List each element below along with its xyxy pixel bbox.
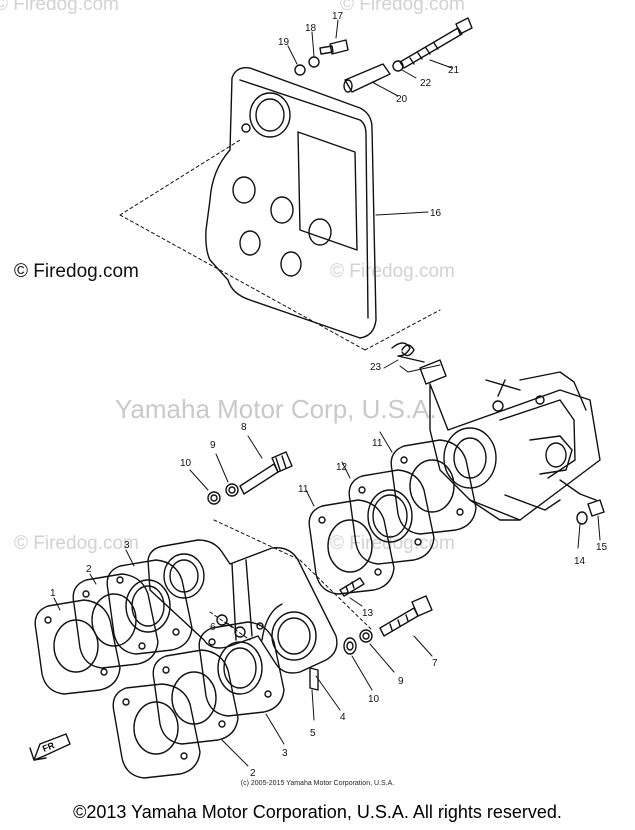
callout-23: 23 <box>370 362 382 373</box>
gasket-11-right <box>379 431 477 535</box>
callout-1: 1 <box>50 588 56 599</box>
callout-8: 8 <box>241 422 247 433</box>
part-6 <box>216 614 246 638</box>
callout-6: 6 <box>210 622 216 633</box>
top-hardware <box>287 17 473 97</box>
callout-7: 7 <box>432 658 438 669</box>
clip-23 <box>383 342 425 369</box>
callout-22: 22 <box>420 78 432 89</box>
nozzle-5 <box>309 667 319 721</box>
callout-2-upper: 2 <box>86 564 92 575</box>
gasket-12 <box>341 461 435 565</box>
gasket-2-upper <box>72 573 159 669</box>
bolt-8-group <box>189 435 293 505</box>
gasket-1 <box>34 597 121 695</box>
carburetor-assembly <box>399 344 605 549</box>
callout-21: 21 <box>448 65 460 76</box>
copyright-footer: ©2013 Yamaha Motor Corporation, U.S.A. A… <box>73 802 562 822</box>
front-direction-arrow <box>29 733 71 761</box>
callout-11-left: 11 <box>298 484 309 495</box>
callout-20: 20 <box>396 94 408 105</box>
callout-19: 19 <box>278 37 290 48</box>
callout-15: 15 <box>596 542 608 553</box>
callout-10-right: 10 <box>368 694 380 705</box>
watermark-center: Yamaha Motor Corp, U.S.A. <box>115 394 437 424</box>
watermark-top-right: © Firedog.com <box>340 0 465 15</box>
callout-13: 13 <box>362 608 374 619</box>
callout-3-lower: 3 <box>282 748 288 759</box>
callout-4: 4 <box>340 712 346 723</box>
plate-lower <box>112 683 249 779</box>
callout-2-lower: 2 <box>250 768 256 779</box>
gasket-11-left <box>305 489 395 595</box>
callout-9-right: 9 <box>398 676 404 687</box>
watermark-top-left: © Firedog.com <box>0 0 119 15</box>
gasket-3-lower <box>198 621 285 745</box>
air-box-16 <box>119 67 441 351</box>
watermark-mid-right: © Firedog.com <box>330 261 455 282</box>
watermark-mid-left: © Firedog.com <box>14 261 139 282</box>
bolt-7-group <box>343 595 433 691</box>
watermark-low-left: © Firedog.com <box>14 533 139 554</box>
callout-14: 14 <box>574 556 586 567</box>
manifold-4 <box>147 539 341 711</box>
copyright-small: (c) 2005-2015 Yamaha Motor Corporation, … <box>240 780 395 787</box>
stud-13 <box>339 577 365 607</box>
callout-16: 16 <box>430 208 442 219</box>
callout-18: 18 <box>305 23 317 34</box>
watermark-low-right: © Firedog.com <box>330 533 455 554</box>
callout-10: 10 <box>180 458 192 469</box>
callout-11-right: 11 <box>372 438 383 449</box>
callout-9: 9 <box>210 440 216 451</box>
callout-17: 17 <box>332 11 344 22</box>
fr-label: FR <box>41 740 56 754</box>
callout-5: 5 <box>310 728 316 739</box>
callout-12: 12 <box>336 462 348 473</box>
callout-3-upper: 3 <box>124 540 130 551</box>
